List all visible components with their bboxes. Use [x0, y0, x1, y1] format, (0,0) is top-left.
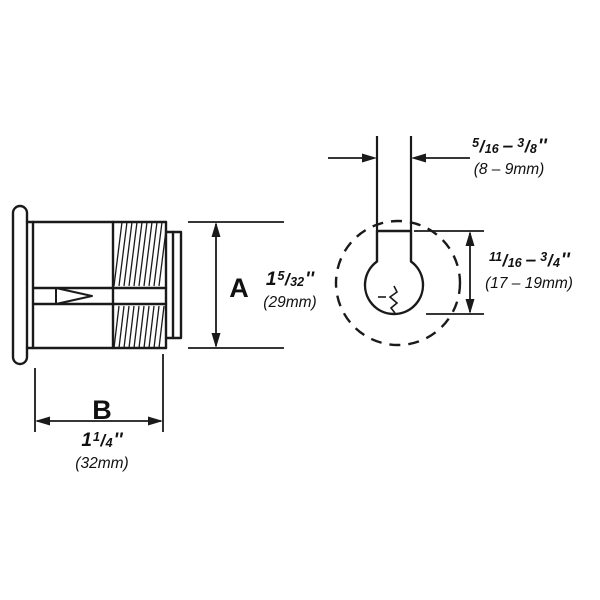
keyway-width-arrows: [328, 153, 470, 163]
dim-a-arrow: [188, 221, 284, 349]
cam-pointer: [55, 287, 93, 305]
dim-b-arrow: [34, 354, 164, 432]
keyway-width-label: 5/16–3/8'' (8 – 9mm): [444, 136, 574, 180]
keyway-height-metric: (17 – 19mm): [485, 275, 573, 292]
dim-b-label: 11/4'' (32mm): [42, 430, 162, 474]
cylinder-flange: [11, 204, 29, 366]
keyway-width-metric: (8 – 9mm): [473, 161, 545, 178]
cylinder-front-view: [334, 136, 462, 347]
keyway-height-value: 11/16–3/4'': [489, 250, 570, 271]
dim-b-value: 11/4'': [81, 430, 123, 451]
dim-b-letter: B: [92, 395, 112, 425]
cylinder-side-view: [11, 204, 183, 366]
keyway-width-value: 5/16–3/8'': [472, 136, 547, 157]
dim-a-letter: A: [229, 273, 249, 303]
dim-a-value: 15/32'': [265, 269, 315, 290]
plug-dashed-circle: [334, 219, 462, 347]
thread-hatching: [113, 221, 167, 349]
keyway-height-label: 11/16–3/4'' (17 – 19mm): [456, 250, 600, 294]
dim-a-metric: (29mm): [263, 294, 317, 311]
dim-a-label: 15/32'' (29mm): [240, 269, 340, 313]
dim-b-metric: (32mm): [75, 455, 129, 472]
key-cuts-zigzag: [388, 285, 399, 314]
keyway-outline: [363, 229, 425, 316]
keyway-height-arrow: [414, 230, 484, 315]
